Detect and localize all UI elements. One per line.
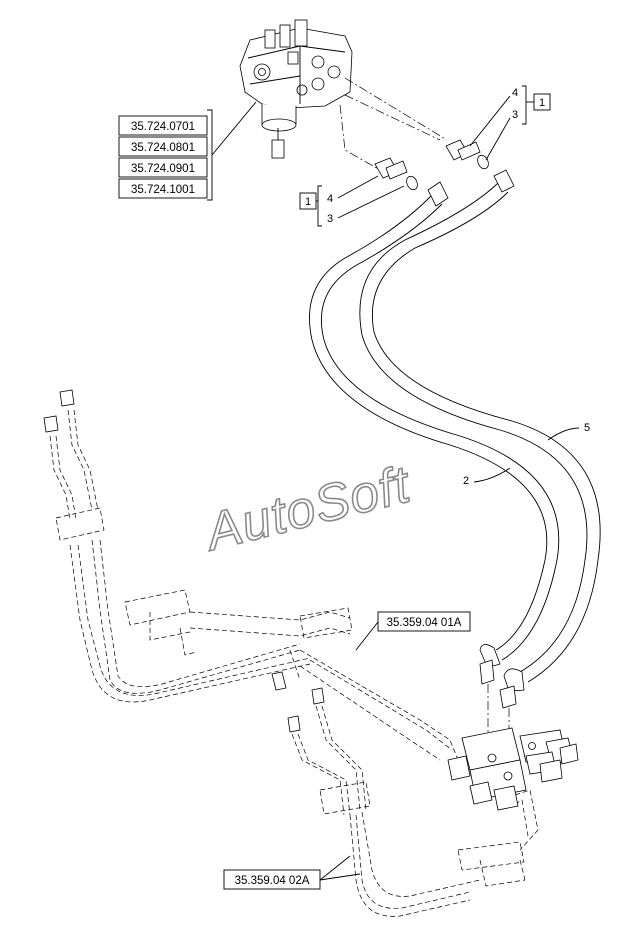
reference-bottom: 35.359.04 02A [223, 855, 361, 890]
reference-valve-3: 35.724.0901 [131, 163, 195, 175]
fitting-adapter-left [374, 157, 418, 191]
reference-bottom-label: 35.359.04 02A [235, 875, 310, 887]
callout-kit-right-label: 1 [539, 97, 545, 109]
fitting-adapter-right [445, 139, 489, 170]
reference-left-lower: 35.359.04 01A [355, 611, 471, 651]
callout-right-4: 4 [512, 87, 518, 99]
callout-hose-2-label: 2 [463, 475, 469, 487]
callout-right-3: 3 [512, 109, 518, 121]
callout-hose-2: 2 [463, 467, 511, 487]
callout-left-3: 3 [327, 213, 333, 225]
reference-valve-4: 35.724.1001 [131, 184, 195, 196]
steering-manifold [447, 727, 579, 811]
callout-kit-left: 1 4 3 [299, 175, 405, 227]
control-valve [239, 19, 353, 159]
hydraulic-hoses [309, 169, 601, 709]
callout-left-4: 4 [327, 193, 333, 205]
steering-pipe-assembly [43, 389, 539, 917]
reference-valve-2: 35.724.0801 [131, 142, 195, 154]
callout-kit-left-label: 1 [305, 196, 311, 208]
callout-hose-5-label: 5 [584, 422, 590, 434]
watermark: AutoSoft [198, 455, 418, 563]
reference-valve-1: 35.724.0701 [131, 121, 195, 133]
callout-hose-5: 5 [547, 422, 590, 441]
callout-kit-right: 1 4 3 [469, 85, 551, 161]
reference-left-lower-label: 35.359.04 01A [387, 617, 462, 629]
reference-list-valve: 35.724.0701 35.724.0801 35.724.0901 35.7… [118, 101, 257, 201]
